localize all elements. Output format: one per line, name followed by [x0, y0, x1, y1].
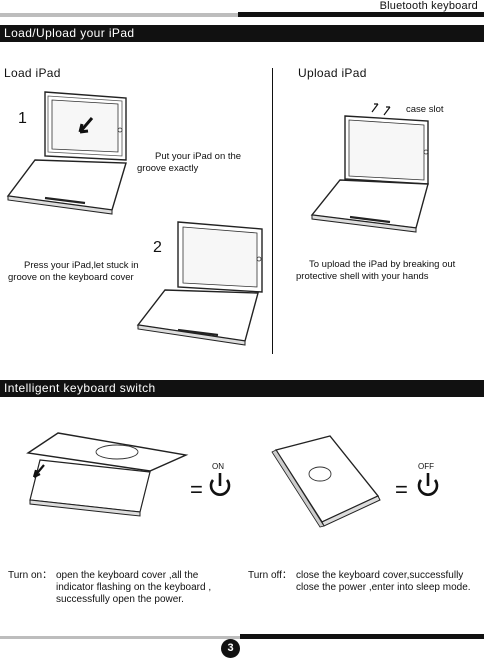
section-title-load-upload: Load/Upload your iPad — [0, 25, 484, 42]
upload-caption-line2: protective shell with your hands — [296, 271, 429, 282]
load-ipad-heading: Load iPad — [4, 66, 61, 80]
step1-caption-line1: Put your iPad on the — [155, 151, 242, 162]
column-divider — [272, 68, 273, 354]
turn-off-line2: close the power ,enter into sleep mode. — [296, 582, 471, 593]
turn-on-line3: successfully open the power. — [56, 594, 184, 605]
equals-sign-on: = — [190, 477, 203, 502]
equals-sign-off: = — [395, 477, 408, 502]
footer-rule-black — [240, 634, 484, 639]
upload-caption-line1: To upload the iPad by breaking out — [309, 259, 456, 270]
step2-caption-line1: Press your iPad,let stuck in — [24, 260, 139, 271]
turn-on-label: Turn on： — [8, 570, 53, 581]
off-label: OFF — [418, 462, 434, 471]
upload-ipad-heading: Upload iPad — [298, 66, 367, 80]
header-rule-black — [238, 12, 484, 17]
turn-off-label: Turn off： — [248, 570, 292, 581]
step2-caption-line2: groove on the keyboard cover — [8, 272, 134, 283]
step-1-number: 1 — [18, 110, 27, 127]
header-rule-grey — [0, 13, 238, 17]
step1-caption-line2: groove exactly — [137, 163, 199, 174]
turn-off-line1: close the keyboard cover,successfully — [296, 570, 464, 581]
section-title-switch: Intelligent keyboard switch — [0, 380, 484, 397]
on-label: ON — [212, 462, 224, 471]
turn-on-line2: indicator flashing on the keyboard , — [56, 582, 212, 593]
case-slot-label: case slot — [406, 104, 444, 115]
turn-on-line1: open the keyboard cover ,all the — [56, 570, 199, 581]
page-number: 3 — [221, 639, 240, 658]
footer-rule-grey — [0, 636, 240, 639]
step-2-number: 2 — [153, 239, 162, 256]
manual-product-title: Bluetooth keyboard — [379, 0, 478, 12]
